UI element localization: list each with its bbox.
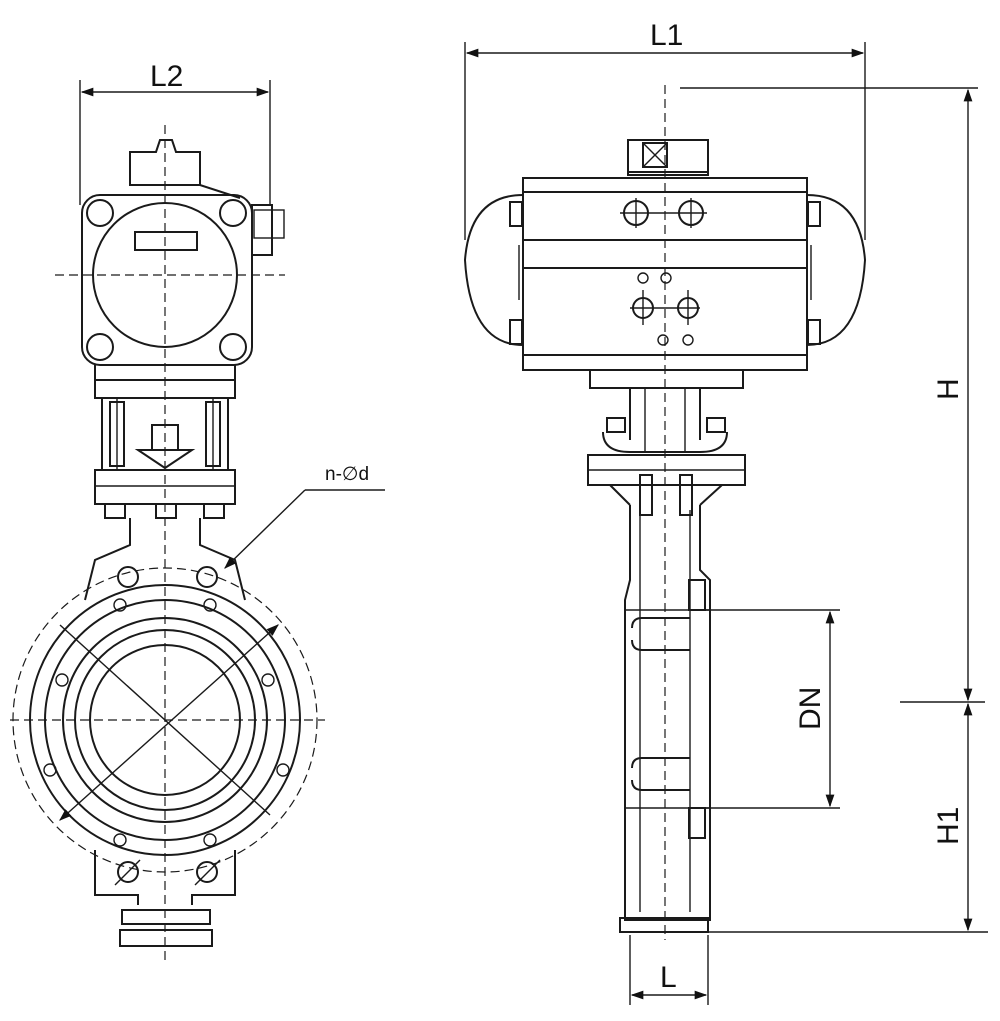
valve-body-front xyxy=(12,566,318,947)
valve-body-side xyxy=(619,505,711,933)
dn-label: DN xyxy=(794,687,827,730)
l2-dimension: L2 xyxy=(79,60,271,205)
l-label: L xyxy=(660,961,677,994)
positioner-box xyxy=(81,139,285,399)
h-label: H xyxy=(932,378,965,400)
l-dimension: L xyxy=(629,935,709,1005)
bolt-hole-callout: n-∅d xyxy=(224,464,385,569)
h1-label: H1 xyxy=(932,807,965,845)
h1-dimension: H1 xyxy=(708,702,988,933)
front-view: L2 xyxy=(10,60,385,965)
side-bracket xyxy=(587,388,746,516)
dn-dimension: DN xyxy=(705,609,840,809)
pneumatic-actuator xyxy=(463,139,867,389)
bracket xyxy=(94,398,236,519)
l1-dimension: L1 xyxy=(464,19,866,240)
l1-label: L1 xyxy=(650,19,683,52)
h-dimension: H xyxy=(680,87,985,703)
l2-label: L2 xyxy=(150,60,183,93)
side-view: L1 xyxy=(463,19,988,1005)
bolt-hole-label: n-∅d xyxy=(325,464,369,485)
